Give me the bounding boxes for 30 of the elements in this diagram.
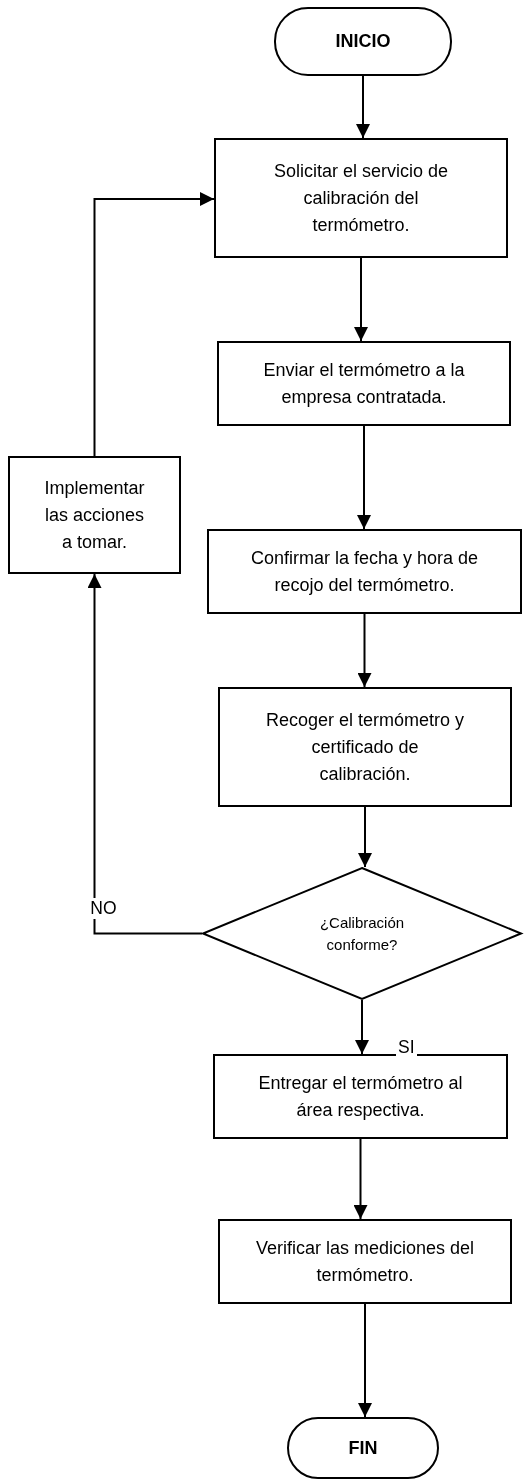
terminal-label: FIN bbox=[348, 1436, 378, 1460]
process-box bbox=[217, 341, 511, 426]
terminal-label: INICIO bbox=[335, 30, 391, 53]
step-text: Confirmar la fecha y hora de recojo del termómetro. bbox=[249, 546, 480, 597]
edge-label: NO bbox=[88, 897, 119, 919]
arrow bbox=[354, 257, 368, 342]
process-box bbox=[8, 456, 181, 574]
edge-label: SI bbox=[396, 1037, 417, 1058]
arrow bbox=[93, 192, 215, 457]
decision-text: ¿Calibración conforme? bbox=[318, 912, 406, 955]
arrow bbox=[355, 999, 369, 1055]
process-box bbox=[207, 529, 522, 614]
process-box bbox=[218, 1219, 512, 1304]
step-text: Verificar las mediciones del termómetro. bbox=[254, 1236, 476, 1287]
step-text: Implementar las acciones a tomar. bbox=[43, 476, 146, 554]
arrow bbox=[357, 425, 371, 530]
step-text: Enviar el termómetro a la empresa contratada. bbox=[262, 358, 466, 409]
arrow bbox=[353, 1138, 368, 1220]
step-text: Recoger el termómetro y certificado de calibración. bbox=[265, 708, 465, 786]
process-box bbox=[214, 138, 508, 258]
step-text: Solicitar el servicio de calibración del termómetro. bbox=[272, 159, 450, 237]
arrow bbox=[358, 1303, 372, 1418]
arrow bbox=[357, 613, 372, 688]
arrow bbox=[356, 75, 370, 139]
arrow bbox=[87, 573, 203, 935]
step-text: Entregar el termómetro al área respectiva. bbox=[257, 1071, 464, 1122]
decision-diamond bbox=[202, 867, 522, 1000]
process-box bbox=[218, 687, 512, 807]
process-box bbox=[213, 1054, 508, 1139]
arrow bbox=[358, 806, 372, 868]
